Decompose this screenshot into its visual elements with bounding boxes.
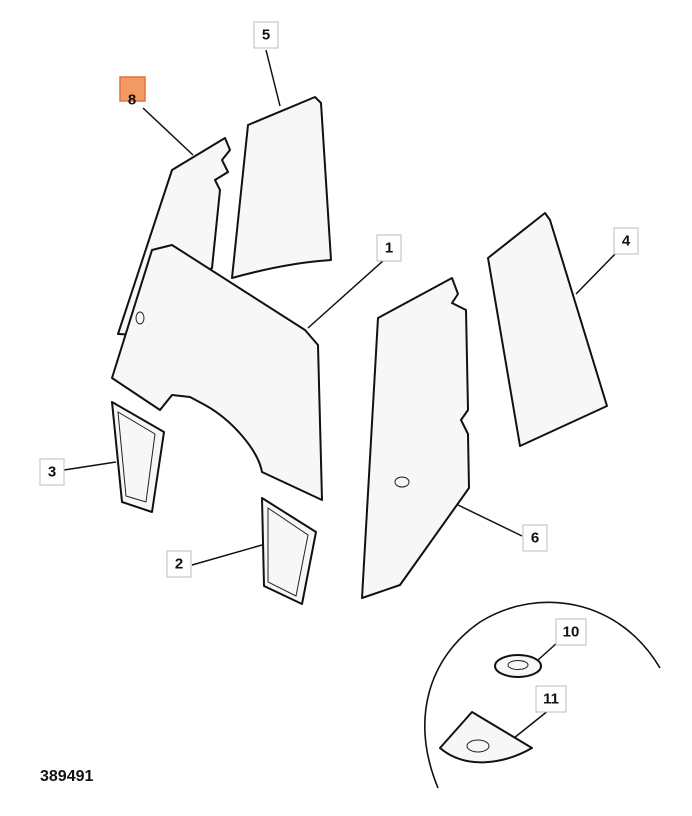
detail-circle [424,601,661,789]
callout-3-label: 3 [48,464,56,481]
leader-lines [63,49,618,739]
callout-11[interactable]: 11 [535,685,567,713]
callout-1-label: 1 [385,240,393,257]
drawing-number: 389491 [40,768,94,785]
part-11-bracket[interactable] [439,711,533,764]
part-10-washer[interactable] [494,654,542,678]
callout-5[interactable]: 5 [253,21,279,49]
part-4-glass[interactable] [487,212,608,447]
part-3-glass[interactable] [111,401,165,513]
callout-4-label: 4 [622,233,631,250]
callout-8-highlighted[interactable]: 8 [119,76,146,109]
callout-3[interactable]: 3 [39,458,65,486]
callout-6[interactable]: 6 [522,524,548,552]
part-6-door-glass[interactable] [361,277,470,599]
callout-10[interactable]: 10 [555,618,587,646]
callout-8-label: 8 [128,92,136,109]
part-2-glass[interactable] [261,497,317,605]
callout-6-label: 6 [531,530,539,547]
callout-2[interactable]: 2 [166,550,192,578]
part-5-glass[interactable] [231,96,332,279]
callout-4[interactable]: 4 [613,227,639,255]
callout-10-label: 10 [563,624,580,641]
callout-1[interactable]: 1 [376,234,402,262]
callout-5-label: 5 [262,27,270,44]
callout-11-label: 11 [543,691,559,708]
callout-2-label: 2 [175,556,183,573]
part-1-windscreen[interactable] [111,244,323,501]
